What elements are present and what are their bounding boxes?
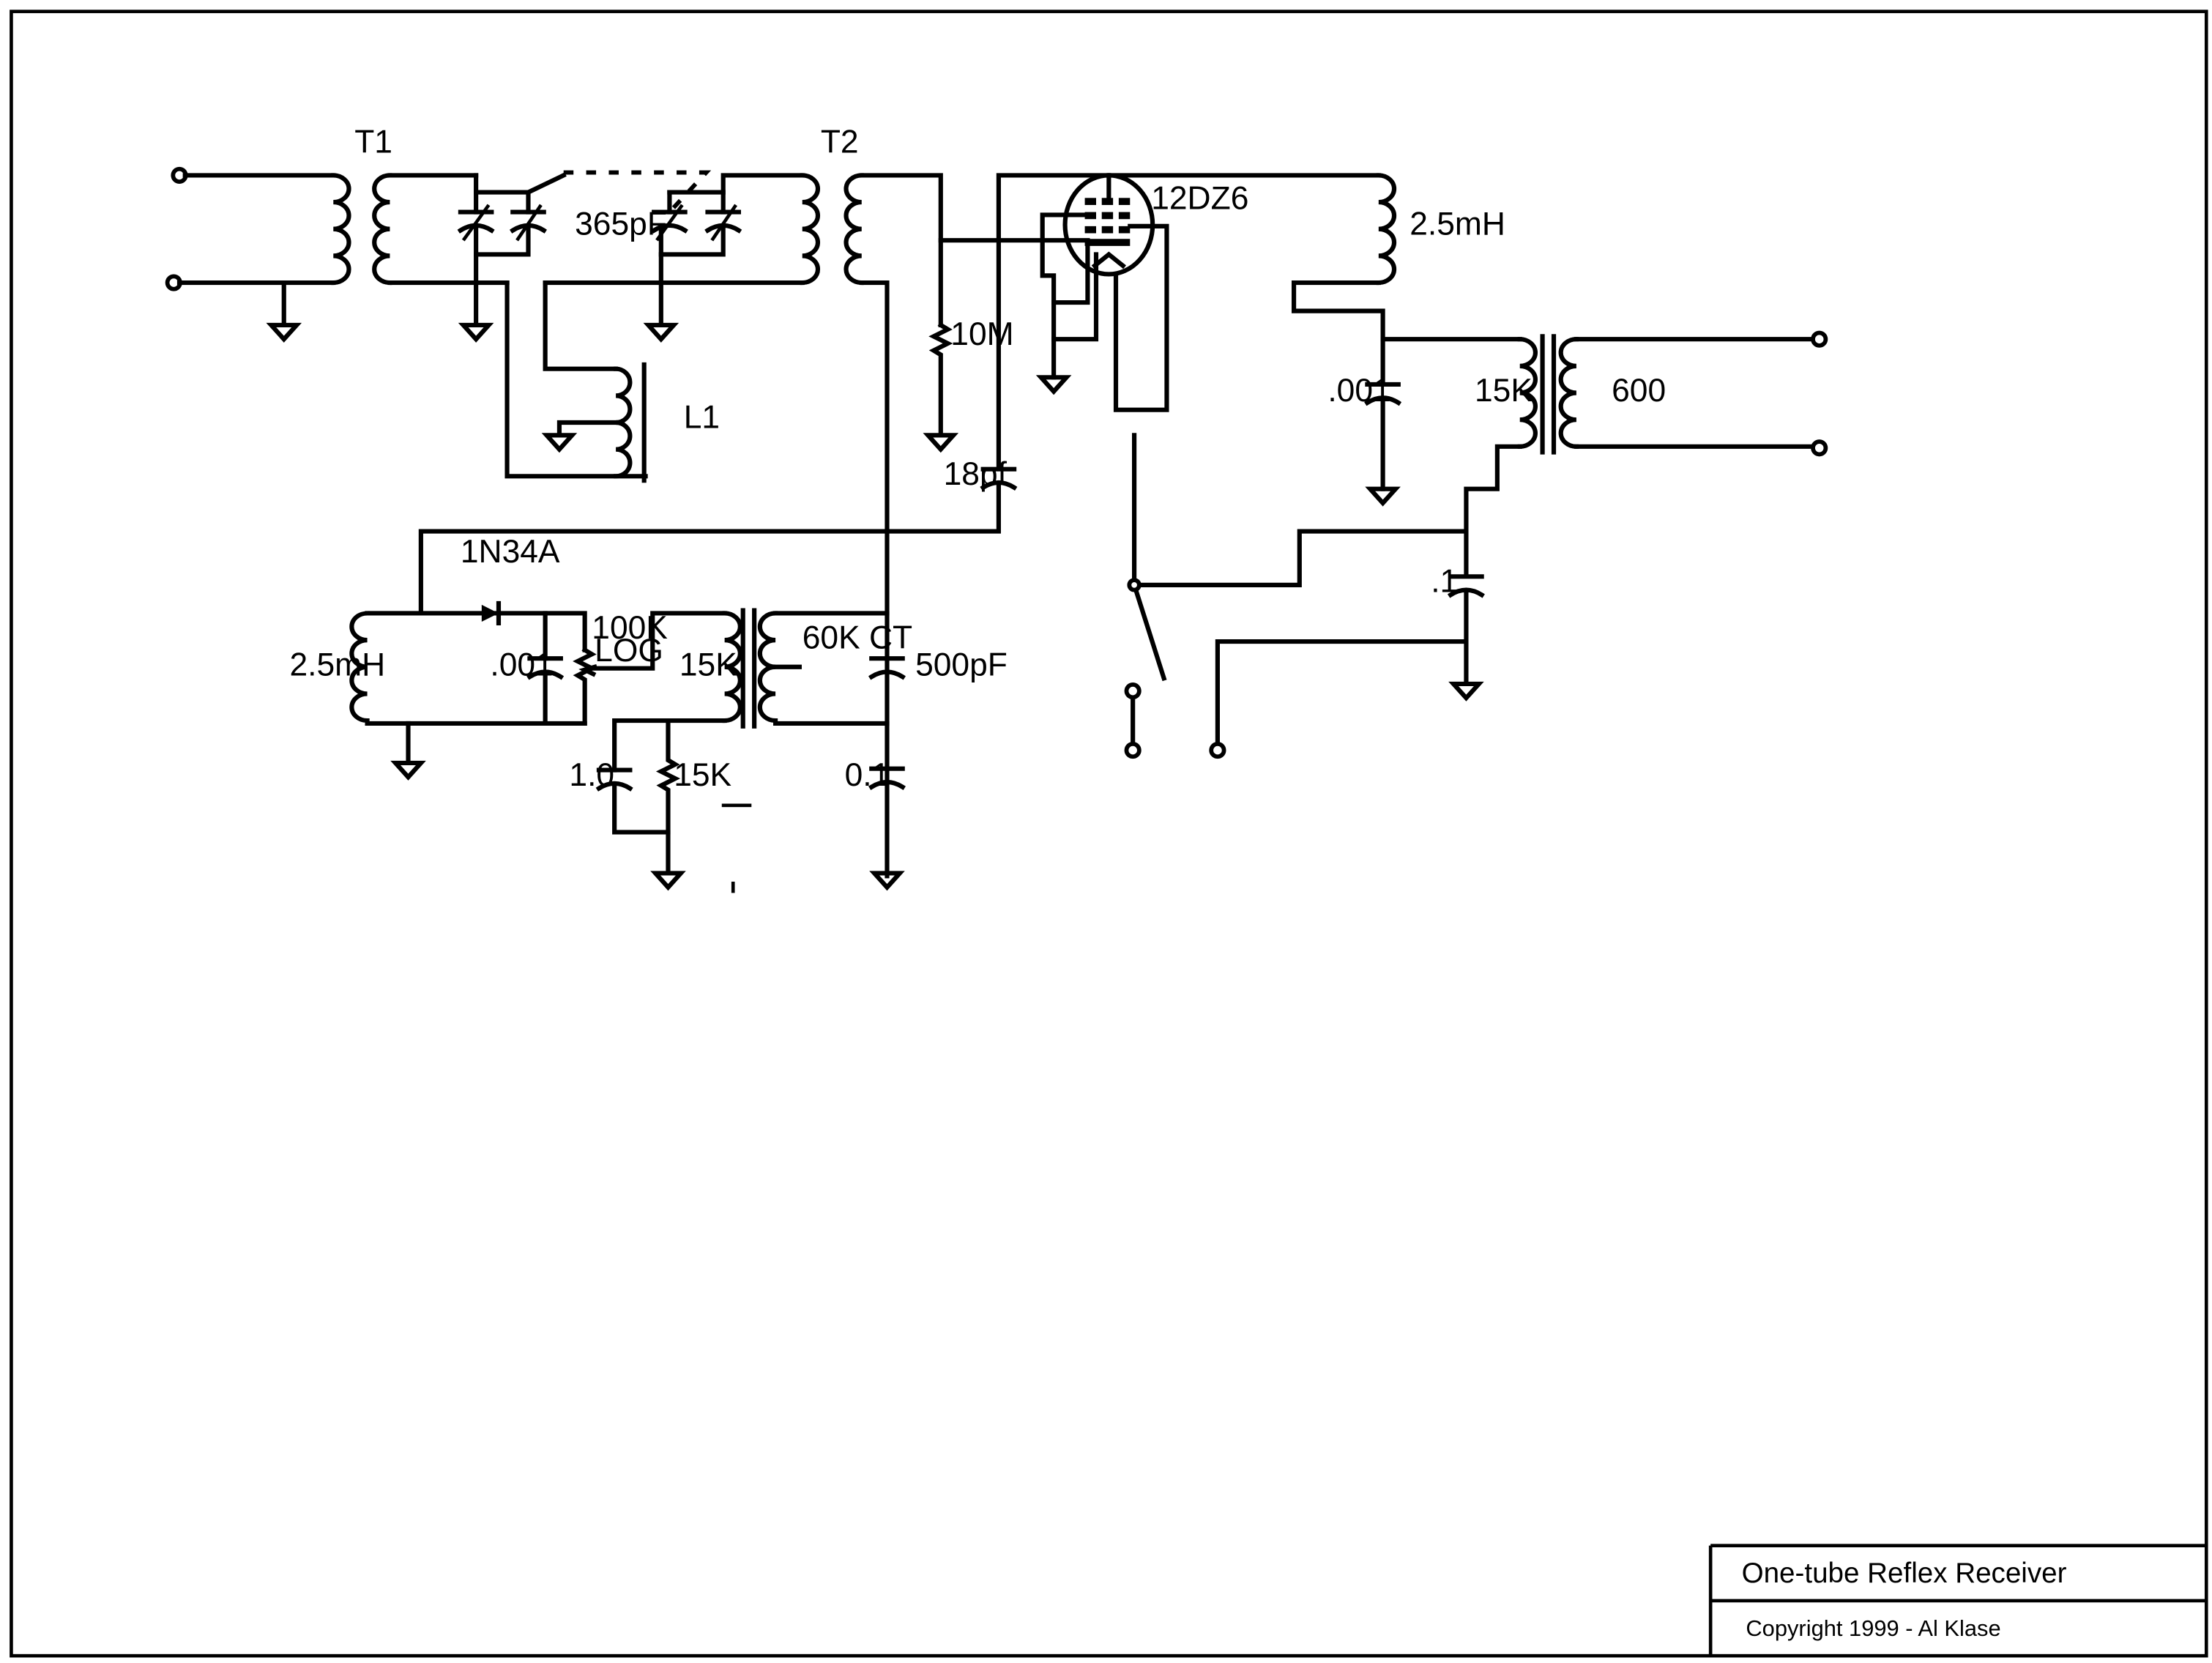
- title-block: One-tube Reflex Receiver Copyright 1999 …: [1708, 1544, 2207, 1656]
- label-plate-choke: 2.5mH: [1410, 206, 1505, 242]
- label-500pf: 500pF: [915, 647, 1008, 682]
- page-border: [10, 10, 2208, 1658]
- output-section: .001 15K 600: [1327, 330, 1828, 576]
- label-15k-cathode: 15K: [674, 757, 731, 793]
- label-1-0: 1.0: [569, 757, 614, 793]
- stray-mark: [721, 803, 752, 893]
- label-out-pri: 15K: [1475, 373, 1533, 409]
- tube-12dz6: 12DZ6: [1041, 173, 1248, 412]
- label-det-choke: 2.5mH: [289, 647, 385, 682]
- label-plate-bypass: .001: [1327, 373, 1390, 409]
- antenna-input: [165, 166, 336, 339]
- transformer-t1: T1: [331, 124, 510, 286]
- grid-return-caps: 500pF 0.1: [845, 647, 1008, 887]
- coil-l1: L1: [543, 280, 720, 483]
- tuning-capacitor-gang-2: [648, 173, 805, 339]
- label-l1: L1: [684, 400, 720, 436]
- label-in-sec: 60K CT: [802, 620, 912, 656]
- label-dot1: .1: [1431, 564, 1458, 600]
- label-1n34a: 1N34A: [461, 534, 560, 570]
- b-plus-switch: .1: [1124, 433, 1485, 759]
- label-pot-taper: LOG: [595, 633, 663, 669]
- cathode-network: 1.0 15K: [569, 718, 732, 888]
- resistor-10m: 10M: [928, 238, 1090, 450]
- label-in-pri: 15K: [679, 647, 737, 682]
- label-out-sec: 600: [1612, 373, 1666, 409]
- label-t1: T1: [354, 124, 392, 160]
- title-text: One-tube Reflex Receiver: [1742, 1558, 2067, 1589]
- label-365pf: 365pF: [575, 206, 667, 242]
- tuning-capacitor-gang-1: 365pF: [457, 172, 667, 479]
- capacitor-18pf: 18pf: [418, 456, 1018, 616]
- label-pot-value: 100K: [592, 610, 668, 646]
- copyright-text: Copyright 1999 - Al Klase: [1746, 1615, 2000, 1641]
- gang-link: [563, 170, 712, 214]
- label-0-1: 0.1: [845, 757, 890, 793]
- label-t2: T2: [821, 124, 859, 160]
- label-12dz6: 12DZ6: [1151, 181, 1248, 217]
- label-10m: 10M: [950, 316, 1013, 352]
- plate-choke: 2.5mH: [996, 173, 1505, 469]
- transformer-t2: T2: [800, 124, 943, 879]
- label-18pf: 18pf: [944, 456, 1008, 492]
- label-det-cap: .001: [490, 647, 553, 682]
- detector-section: 1N34A 2.5mH .001 100K LOG: [289, 534, 727, 777]
- interstage-transformer: 15K 60K CT: [612, 608, 912, 773]
